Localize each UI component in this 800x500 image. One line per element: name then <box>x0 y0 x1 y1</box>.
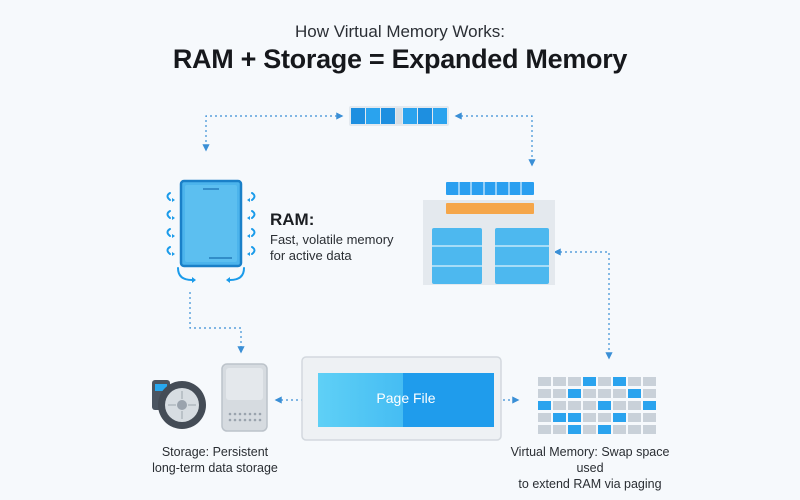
memory-page-cell <box>628 377 641 386</box>
memory-page-cell <box>628 401 641 410</box>
page-file-label: Page File <box>376 390 436 406</box>
memory-page-cell <box>553 425 566 434</box>
memory-page-cell <box>643 401 656 410</box>
memory-page-cell <box>583 413 596 422</box>
memory-page-cell <box>553 413 566 422</box>
disk-fan-icon <box>152 380 206 429</box>
ram-description-line: for active data <box>270 248 352 263</box>
memory-page-cell <box>613 389 626 398</box>
memory-page-cell <box>628 425 641 434</box>
memory-page-cell <box>598 425 611 434</box>
memory-page-cell <box>568 377 581 386</box>
memory-page-cell <box>643 377 656 386</box>
memory-module-icon <box>423 182 555 285</box>
virtual-memory-grid-icon <box>538 377 656 434</box>
memory-page-cell <box>538 389 551 398</box>
memory-page-cell <box>628 389 641 398</box>
memory-page-cell <box>538 413 551 422</box>
ram-description-line: Fast, volatile memory <box>270 232 394 247</box>
memory-page-cell <box>598 377 611 386</box>
ram-description: Fast, volatile memory for active data <box>270 232 394 264</box>
memory-page-cell <box>538 425 551 434</box>
memory-page-cell <box>643 425 656 434</box>
virtual-memory-caption-line: Virtual Memory: Swap space used <box>510 445 670 475</box>
memory-page-cell <box>613 401 626 410</box>
diagram-title: RAM + Storage = Expanded Memory <box>172 44 628 74</box>
memory-page-cell <box>553 401 566 410</box>
memory-page-cell <box>643 389 656 398</box>
virtual-memory-caption-line: to extend RAM via paging <box>518 477 662 491</box>
memory-page-cell <box>613 377 626 386</box>
memory-page-cell <box>568 389 581 398</box>
diagram-subtitle: How Virtual Memory Works: <box>294 22 506 41</box>
storage-caption: Storage: Persistent long-term data stora… <box>140 444 290 476</box>
ram-label: RAM: <box>270 210 315 229</box>
memory-page-cell <box>553 377 566 386</box>
ram-chip-icon <box>166 179 256 283</box>
memory-page-cell <box>583 401 596 410</box>
virtual-memory-caption: Virtual Memory: Swap space used to exten… <box>498 444 682 492</box>
memory-page-cell <box>568 425 581 434</box>
memory-page-cell <box>598 401 611 410</box>
memory-page-cell <box>643 413 656 422</box>
hard-drive-icon <box>221 363 268 432</box>
memory-page-cell <box>628 413 641 422</box>
memory-page-cell <box>583 377 596 386</box>
memory-stick-icon <box>349 106 449 126</box>
memory-page-cell <box>568 401 581 410</box>
memory-page-cell <box>583 425 596 434</box>
memory-page-cell <box>613 413 626 422</box>
memory-page-cell <box>568 413 581 422</box>
memory-page-cell <box>598 389 611 398</box>
memory-page-cell <box>538 377 551 386</box>
memory-page-cell <box>613 425 626 434</box>
page-file-box <box>301 356 502 441</box>
storage-caption-line: long-term data storage <box>152 461 278 475</box>
storage-caption-line: Storage: Persistent <box>161 445 269 459</box>
memory-page-cell <box>583 389 596 398</box>
memory-page-cell <box>553 389 566 398</box>
memory-page-cell <box>598 413 611 422</box>
memory-page-cell <box>538 401 551 410</box>
